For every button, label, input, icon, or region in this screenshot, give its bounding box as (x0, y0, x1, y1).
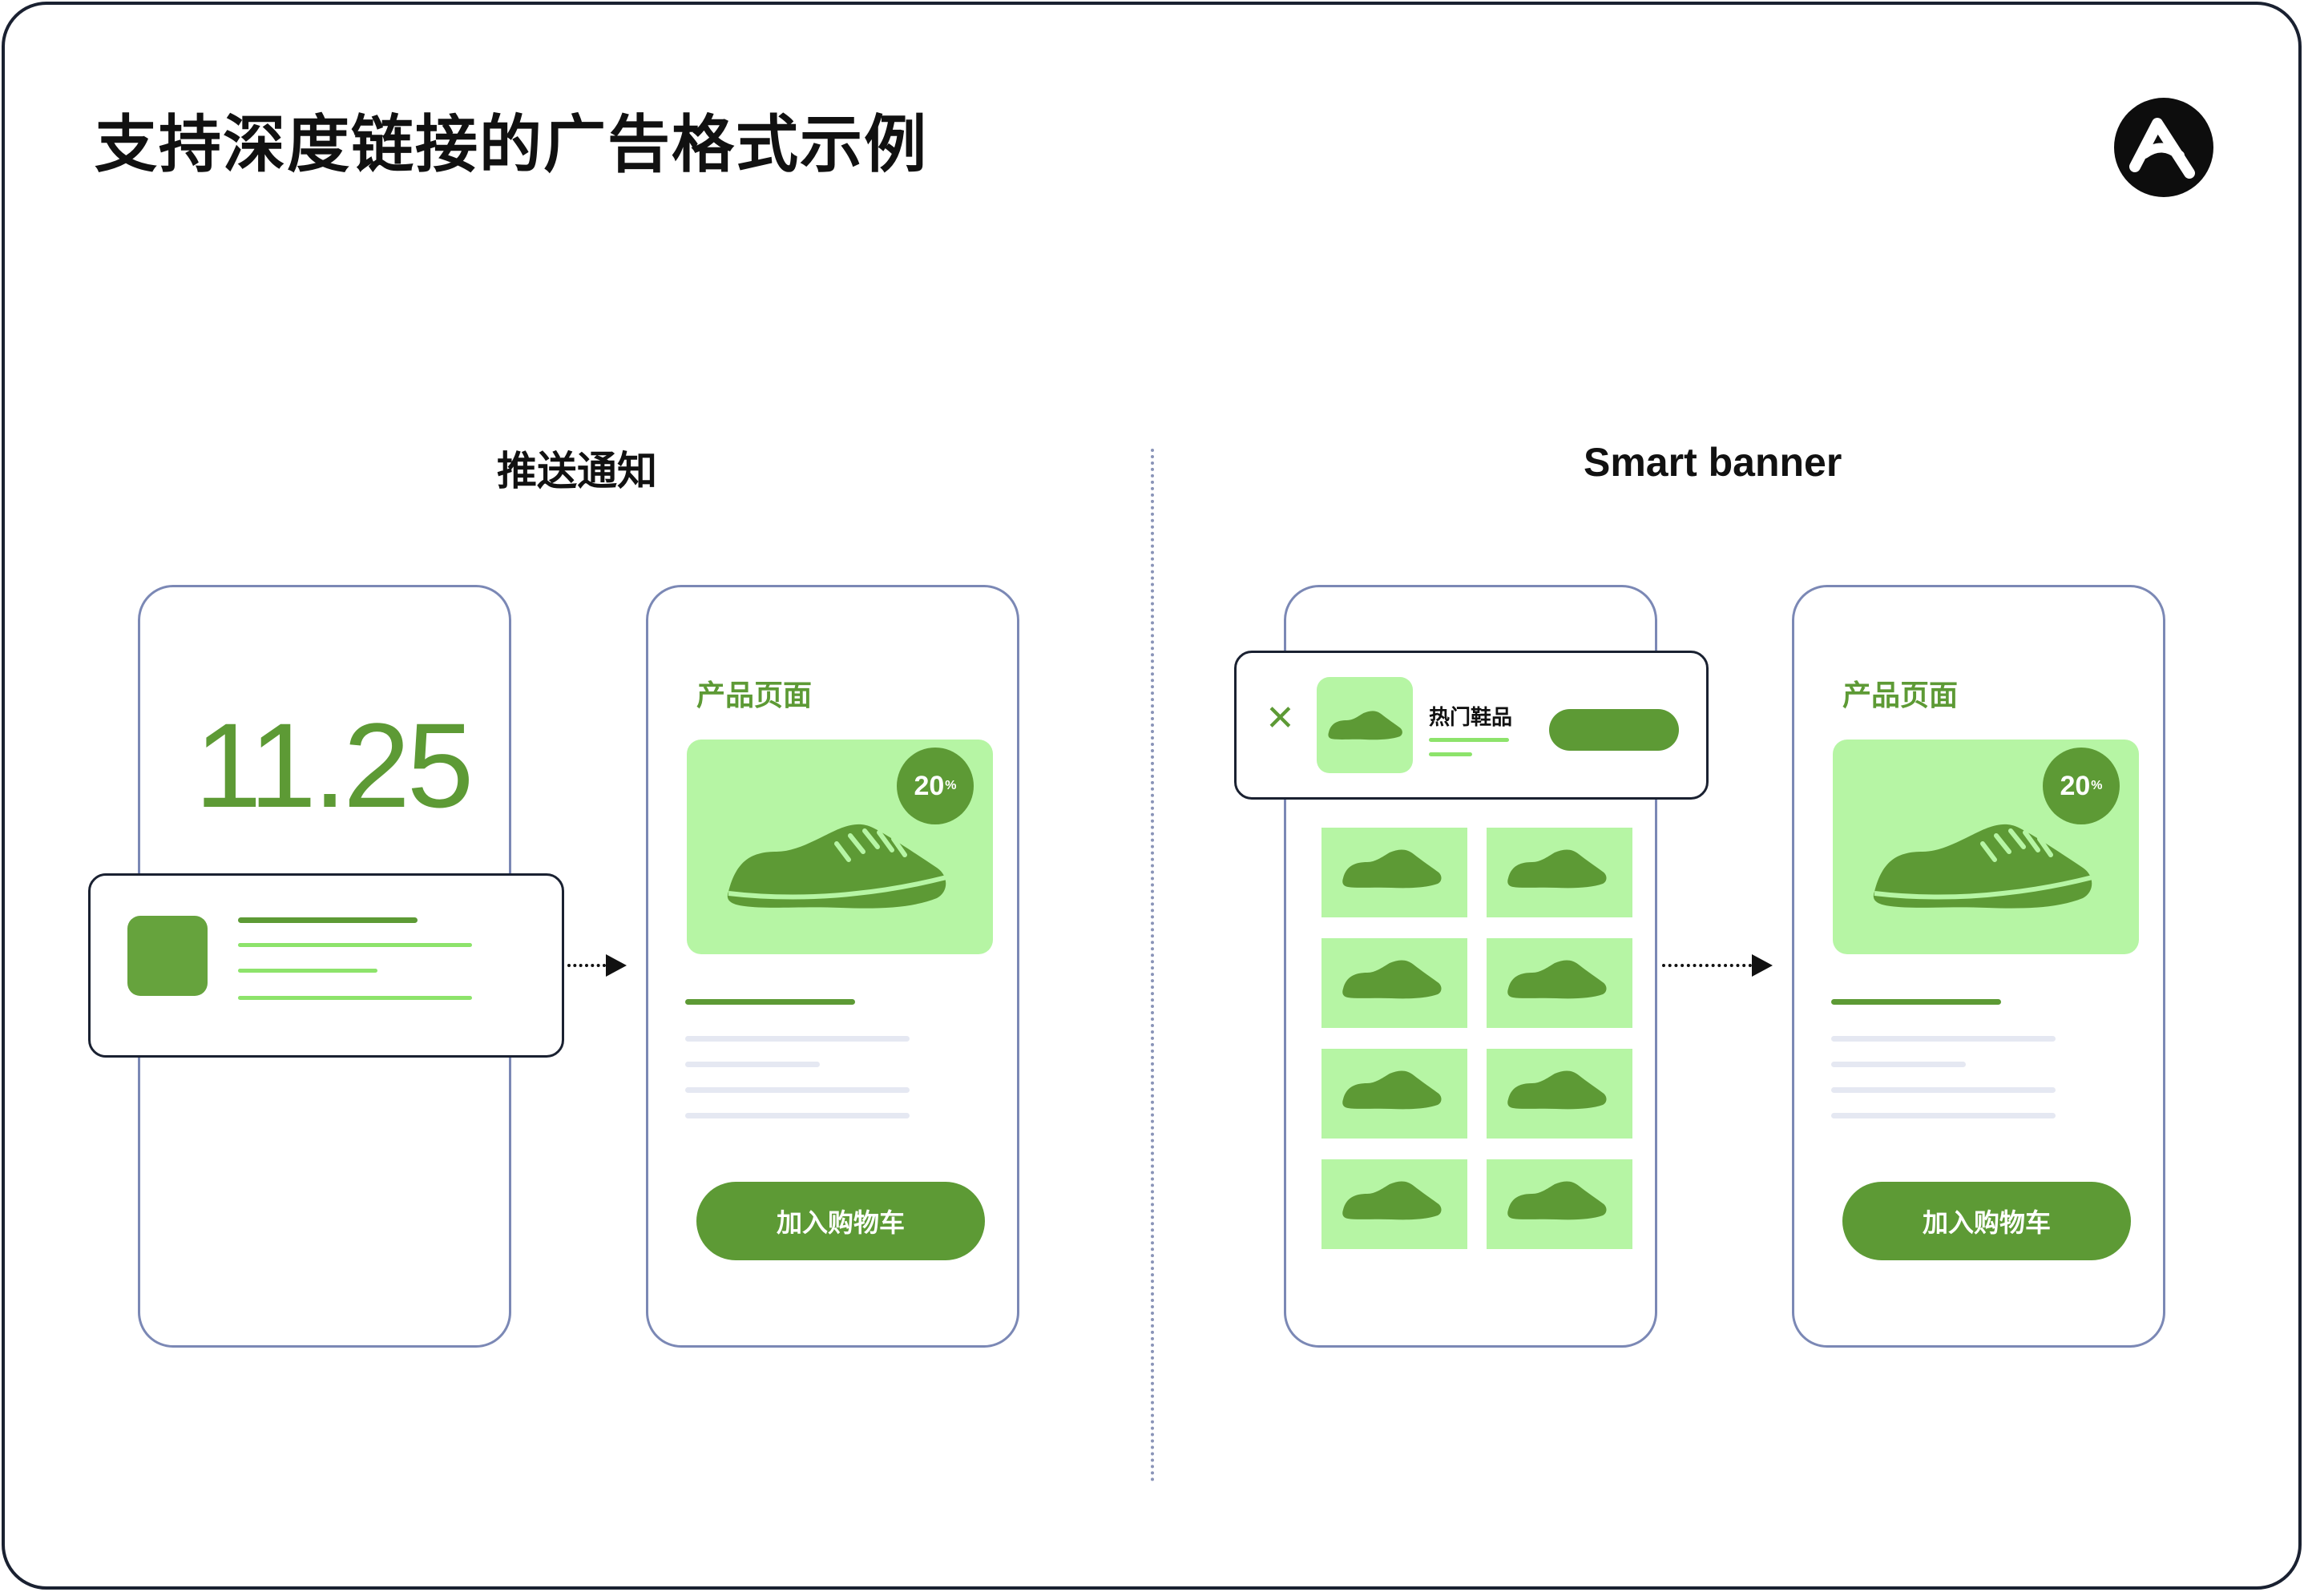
discount-value: 20 (2060, 770, 2091, 801)
smart-banner-title: Smart banner (1584, 440, 1842, 485)
product-page-heading: 产品页面 (696, 679, 813, 711)
banner-text-line (1429, 752, 1472, 756)
add-to-cart-button[interactable]: 加入购物车 (696, 1182, 985, 1260)
flow-arrow-head (1752, 954, 1773, 977)
push-notification-card[interactable] (88, 873, 564, 1058)
banner-app-icon (1317, 677, 1413, 773)
push-notification-title: 推送通知 (497, 449, 657, 494)
banner-app-name: 热门鞋品 (1429, 705, 1513, 729)
product-text-line (685, 1113, 910, 1118)
page-title: 支持深度链接的广告格式示例 (95, 109, 929, 179)
flow-arrow-line (1662, 964, 1752, 967)
product-text-line (685, 1062, 820, 1067)
notification-app-icon (127, 916, 208, 996)
discount-badge: 20% (897, 748, 974, 824)
discount-value: 20 (914, 770, 945, 801)
product-title-line (1831, 999, 2001, 1005)
product-text-line (1831, 1113, 2056, 1118)
add-to-cart-button[interactable]: 加入购物车 (1842, 1182, 2131, 1260)
product-page-phone: 产品页面 20% 加入购物车 (646, 585, 1019, 1348)
banner-text-line (1429, 738, 1509, 742)
product-text-line (1831, 1062, 1966, 1067)
product-text-line (685, 1087, 910, 1093)
smart-banner[interactable]: ✕ 热门鞋品 (1234, 651, 1709, 800)
sneaker-icon (1873, 824, 2093, 909)
notification-title-line (238, 917, 418, 923)
discount-unit: % (2091, 779, 2103, 792)
sneaker-icon (1328, 711, 1402, 740)
notification-text-line (238, 969, 377, 973)
product-page-phone: 产品页面 20% 加入购物车 (1792, 585, 2165, 1348)
discount-unit: % (945, 779, 957, 792)
section-divider (1151, 449, 1154, 1482)
product-text-line (1831, 1087, 2056, 1093)
product-hero-image: 20% (1833, 740, 2139, 954)
flow-arrow-line (567, 964, 606, 967)
product-title-line (685, 999, 855, 1005)
flow-arrow-head (606, 954, 627, 977)
product-page-heading: 产品页面 (1842, 679, 1959, 711)
adjust-logo-icon (2114, 98, 2213, 197)
banner-open-button[interactable] (1549, 709, 1679, 751)
notification-text-line (238, 996, 472, 1000)
lockscreen-time: 11.25 (195, 698, 474, 832)
notification-text-line (238, 943, 472, 947)
product-text-line (685, 1036, 910, 1042)
sneaker-icon (727, 824, 947, 909)
close-icon[interactable]: ✕ (1265, 699, 1295, 738)
product-hero-image: 20% (687, 740, 993, 954)
discount-badge: 20% (2043, 748, 2120, 824)
product-text-line (1831, 1036, 2056, 1042)
